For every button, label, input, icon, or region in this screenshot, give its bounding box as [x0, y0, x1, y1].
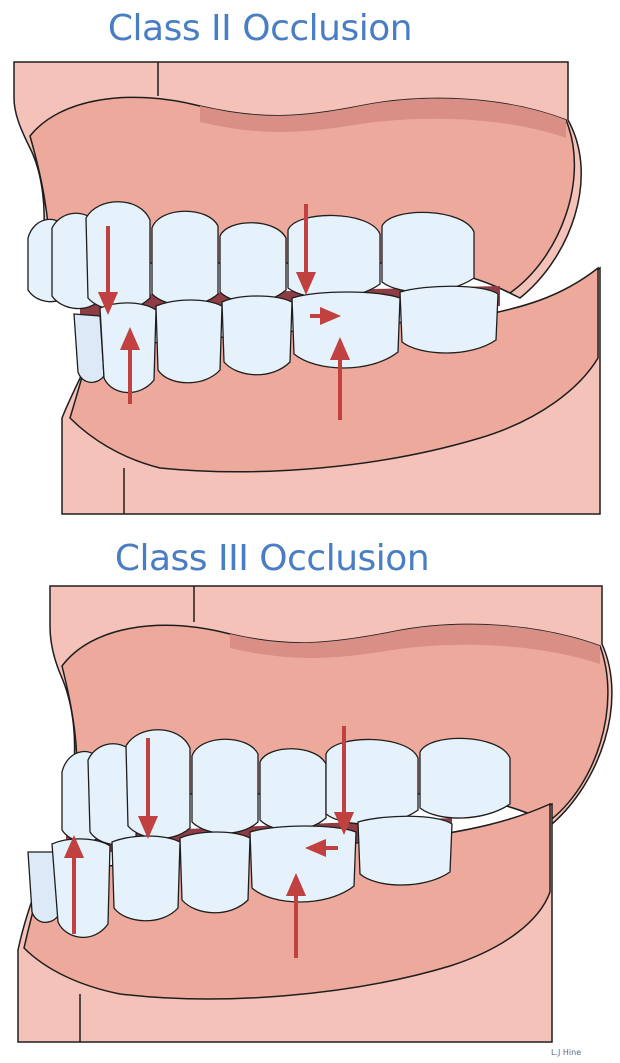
- author-credit: L.J Hine: [551, 1048, 581, 1057]
- upper-tooth: [152, 211, 218, 305]
- upper-tooth: [192, 739, 258, 833]
- lower-tooth: [358, 816, 452, 885]
- upper-tooth: [260, 749, 326, 831]
- lower-tooth: [400, 286, 498, 353]
- upper-tooth: [382, 212, 474, 292]
- upper-tooth: [126, 730, 190, 839]
- diagram-title-class-ii: Class II Occlusion: [0, 8, 520, 49]
- jaw-illustration: [18, 586, 612, 1042]
- upper-tooth: [288, 215, 380, 298]
- lower-tooth: [222, 296, 292, 375]
- class-iii-occlusion-diagram: [0, 582, 620, 1044]
- jaw-illustration: [14, 62, 600, 514]
- class-ii-occlusion-diagram: [0, 58, 620, 520]
- upper-tooth: [420, 738, 510, 818]
- upper-tooth: [326, 739, 418, 824]
- lower-tooth: [180, 832, 250, 913]
- upper-tooth: [220, 223, 286, 303]
- lower-tooth: [156, 300, 222, 383]
- diagram-title-class-iii: Class III Occlusion: [12, 538, 532, 579]
- upper-tooth: [86, 202, 150, 310]
- lower-tooth: [112, 836, 180, 921]
- lower-tooth: [74, 314, 104, 382]
